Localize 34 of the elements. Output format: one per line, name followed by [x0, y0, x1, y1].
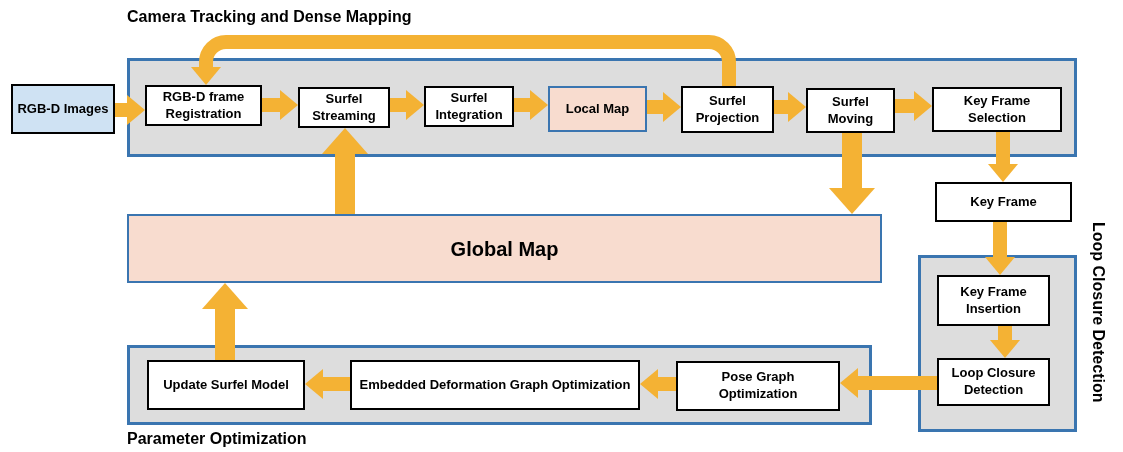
- process-box: Surfel Integration: [424, 86, 514, 127]
- arrow: [985, 222, 1015, 275]
- arrow: [840, 368, 937, 398]
- input-box: RGB-D Images: [11, 84, 115, 134]
- process-box: Surfel Moving: [806, 88, 895, 133]
- arrow: [988, 132, 1018, 182]
- arrow: [262, 90, 298, 120]
- arrow: [115, 95, 145, 125]
- arrow: [829, 133, 875, 214]
- process-box: Key Frame Selection: [932, 87, 1062, 132]
- arrow: [390, 90, 424, 120]
- arrow: [895, 91, 932, 121]
- process-box: Key Frame: [935, 182, 1072, 222]
- process-box: Update Surfel Model: [147, 360, 305, 410]
- arrow: [647, 92, 681, 122]
- process-box: Embedded Deformation Graph Optimization: [350, 360, 640, 410]
- arrow: [774, 92, 806, 122]
- arrow: [305, 369, 350, 399]
- arrow: [640, 369, 676, 399]
- map-box: Global Map: [127, 214, 882, 283]
- arrow: [322, 128, 368, 214]
- arrow: [990, 326, 1020, 358]
- process-box: Pose Graph Optimization: [676, 361, 840, 411]
- group-heading: Parameter Optimization: [127, 430, 307, 448]
- group-heading: Loop Closure Detection: [1089, 222, 1107, 403]
- process-box: RGB-D frame Registration: [145, 85, 262, 126]
- arrow: [514, 90, 548, 120]
- map-box: Local Map: [548, 86, 647, 132]
- process-box: Surfel Streaming: [298, 87, 390, 128]
- arrow: [202, 283, 248, 360]
- process-box: Key Frame Insertion: [937, 275, 1050, 326]
- process-box: Surfel Projection: [681, 86, 774, 133]
- group-heading: Camera Tracking and Dense Mapping: [127, 8, 412, 26]
- process-box: Loop Closure Detection: [937, 358, 1050, 406]
